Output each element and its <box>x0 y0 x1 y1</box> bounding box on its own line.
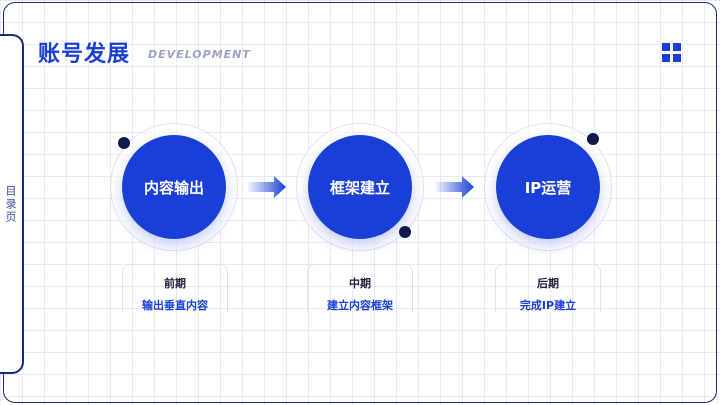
step-framework: 框架建立 <box>296 123 424 251</box>
step-circle-label: 框架建立 <box>329 178 390 197</box>
phase-description: 输出垂直内容 <box>142 299 208 312</box>
step-content-output: 内容输出 <box>110 123 238 251</box>
page-title: 账号发展 <box>38 42 131 67</box>
phase-description: 完成IP建立 <box>519 299 577 312</box>
arrow-right-icon <box>436 176 474 198</box>
phase-label: 后期 <box>537 277 559 290</box>
decor-dot <box>587 133 599 145</box>
decor-dot <box>399 226 411 238</box>
phase-label: 前期 <box>164 277 186 290</box>
phase-card: 后期 完成IP建立 <box>495 264 601 312</box>
arrow-right-icon <box>248 176 286 198</box>
step-circle-label: IP运营 <box>524 178 572 197</box>
side-tab-label: 目录页 <box>4 184 17 224</box>
phase-description: 建立内容框架 <box>327 299 393 312</box>
phase-label: 中期 <box>349 277 371 290</box>
step-circle[interactable]: 内容输出 <box>122 135 226 239</box>
side-tab[interactable]: 目录页 <box>0 34 24 374</box>
step-circle[interactable]: 框架建立 <box>308 135 412 239</box>
decor-dot <box>118 137 130 149</box>
step-circle-label: 内容输出 <box>143 178 204 197</box>
grid-menu-icon[interactable] <box>662 43 681 62</box>
page-subtitle: DEVELOPMENT <box>148 48 251 61</box>
phase-card: 前期 输出垂直内容 <box>122 264 228 312</box>
phase-card: 中期 建立内容框架 <box>307 264 413 312</box>
step-circle[interactable]: IP运营 <box>496 135 600 239</box>
step-ip-operation: IP运营 <box>484 123 612 251</box>
